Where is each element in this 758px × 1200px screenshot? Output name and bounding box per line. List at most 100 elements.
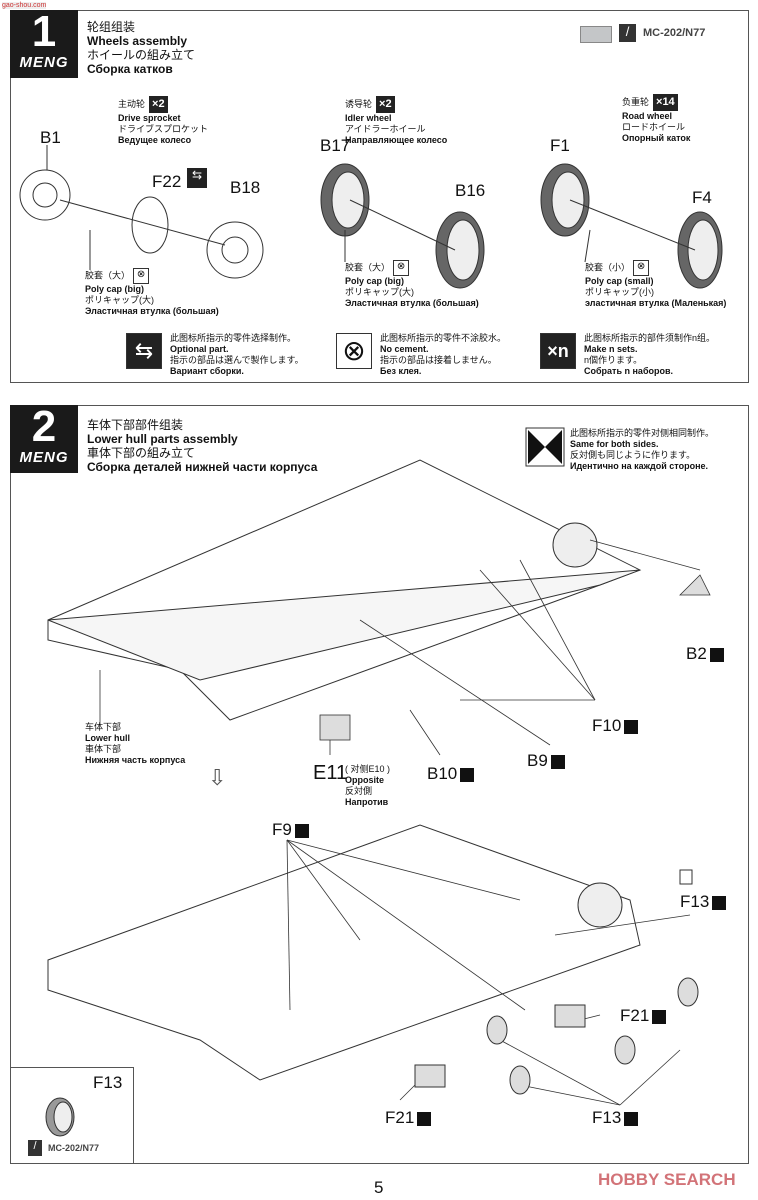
en: Same for both sides. [570, 439, 659, 449]
count-badge: ×14 [653, 94, 678, 111]
no-cement-icon: ⊗ [133, 268, 150, 284]
ru: Идентично на каждой стороне. [570, 461, 709, 471]
ja: ロードホイール [622, 122, 686, 132]
page-number: 5 [374, 1178, 384, 1197]
zh: 胶套（大） [345, 262, 391, 273]
label: F9 [272, 820, 292, 839]
ru: Ведущее колесо [118, 135, 192, 145]
ja: 反対側 [345, 786, 373, 796]
same-both-sides-icon [417, 1111, 432, 1126]
same-both-sides-icon [550, 754, 565, 769]
zh: 此图标所指示的零件选择制作。 [170, 333, 297, 343]
legend-optional: 此图标所指示的零件选择制作。 Optional part. 指示の部品は選んで製… [170, 333, 304, 377]
poly-cap-small-label: 胶套（小）⊗ Poly cap (small) ポリキャップ(小) эласти… [585, 260, 726, 309]
lower-hull-lower [47, 824, 641, 1081]
part-f13-lower: F13 [592, 1108, 639, 1128]
part-b16: B16 [455, 181, 486, 200]
step1-badge: 1 MENG [10, 10, 78, 78]
same-both-sides-icon [712, 895, 727, 910]
label: F21 [385, 1108, 415, 1127]
legend-n-sets: 此图标所指示的部件须制作n组。 Make n sets. n個作ります。 Соб… [584, 333, 715, 377]
same-both-sides-icon [709, 647, 724, 662]
en: Make n sets. [584, 344, 638, 354]
en: No cement. [380, 344, 429, 354]
label: F13 [592, 1108, 622, 1127]
part-f21-left: F21 [385, 1108, 432, 1128]
step2-badge: 2 MENG [10, 405, 78, 473]
sprocket-b18 [206, 221, 264, 279]
zh: 诱导轮 [345, 98, 373, 109]
zh: ( 对侧E10 ) [345, 764, 391, 774]
make-n-sets-icon: ×n [540, 333, 576, 369]
part-f4: F4 [692, 188, 712, 207]
title-en: Wheels assembly [87, 34, 188, 48]
en: Optional part. [170, 344, 229, 354]
part-b17: B17 [320, 136, 351, 155]
ru: эластичная втулка (Маленькая) [585, 298, 727, 308]
part-f22: F22 [152, 172, 182, 191]
label: F10 [592, 716, 622, 735]
label: F21 [620, 1006, 650, 1025]
part-f21-2 [414, 1064, 446, 1088]
paint-inset [10, 1067, 134, 1164]
step-number: 1 [31, 7, 57, 56]
en: Opposite [345, 775, 385, 785]
ru: Нижняя часть корпуса [85, 755, 186, 765]
part-f21-1 [554, 1004, 586, 1028]
part-f10: F10 [592, 716, 639, 736]
optional-arrows-icon: ⇆ [126, 333, 162, 369]
inset-part-f13: F13 [93, 1073, 123, 1092]
en: Idler wheel [345, 113, 392, 123]
sprocket-mount [552, 522, 598, 568]
part-f1: F1 [550, 136, 570, 155]
part-b18: B18 [230, 178, 261, 197]
ja: 車体下部 [85, 744, 122, 754]
ja: ドライブスプロケット [118, 124, 209, 134]
ru: Собрать n наборов. [584, 366, 674, 376]
wheels-drawing [19, 145, 723, 289]
step2-panel [10, 405, 749, 1164]
step-number: 2 [31, 402, 57, 451]
ja: ポリキャップ(大) [345, 287, 414, 297]
ru: Напротив [345, 797, 389, 807]
zh: 胶套（小） [585, 262, 631, 273]
ja: n個作ります。 [584, 355, 643, 365]
same-both-sides-icon [624, 719, 639, 734]
ja: 指示の部品は接着しません。 [380, 355, 497, 365]
en: Road wheel [622, 111, 673, 121]
title-en: Lower hull parts assembly [87, 432, 238, 446]
ru: Эластичная втулка (большая) [85, 306, 219, 316]
optional-arrows-icon: ⇆ [187, 168, 207, 188]
no-cement-icon: ⊗ [393, 260, 410, 276]
en: Poly cap (big) [85, 284, 145, 294]
title-ru: Сборка катков [87, 62, 173, 76]
count-badge: ×2 [149, 96, 168, 113]
wheel-f13-4 [486, 1015, 508, 1045]
title-ja: 車体下部の組み立て [87, 446, 196, 460]
zh: 此图标所指示的零件对侧相同制作。 [570, 428, 715, 438]
hobby-search-watermark: HOBBY SEARCH [598, 1170, 736, 1189]
brand-logo: MENG [19, 449, 69, 466]
ru: Вариант сборки. [170, 366, 244, 376]
ru: Опорный каток [622, 133, 691, 143]
spacer-f22 [131, 196, 169, 254]
legend-no-cement: 此图标所指示的零件不涂胶水。 No cement. 指示の部品は接着しません。 … [380, 333, 506, 377]
en: Poly cap (big) [345, 276, 405, 286]
lower-hull-label: 车体下部 Lower hull 車体下部 Нижняя часть корпус… [85, 722, 185, 766]
no-cement-icon: ⊗ [336, 333, 372, 369]
step1-panel [10, 10, 749, 383]
watermark: gao-shou.com [2, 2, 47, 9]
zh: 车体下部 [85, 722, 122, 732]
same-both-sides-icon [652, 1009, 667, 1024]
same-both-sides-icon [294, 823, 309, 838]
ja: 指示の部品は選んで製作します。 [170, 355, 304, 365]
step2-title: 车体下部部件组装 Lower hull parts assembly 車体下部の… [87, 418, 317, 474]
zh: 此图标所指示的部件须制作n组。 [584, 333, 716, 343]
part-f13-upper: F13 [680, 892, 727, 912]
same-both-sides-icon [525, 427, 565, 467]
down-arrow-icon: ⇩ [208, 765, 227, 790]
label: B2 [686, 644, 707, 663]
poly-cap-big-label-1: 胶套（大）⊗ Poly cap (big) ポリキャップ(大) Эластичн… [85, 268, 219, 317]
ru: Без клея. [380, 366, 422, 376]
ja: アイドラーホイール [345, 124, 426, 134]
